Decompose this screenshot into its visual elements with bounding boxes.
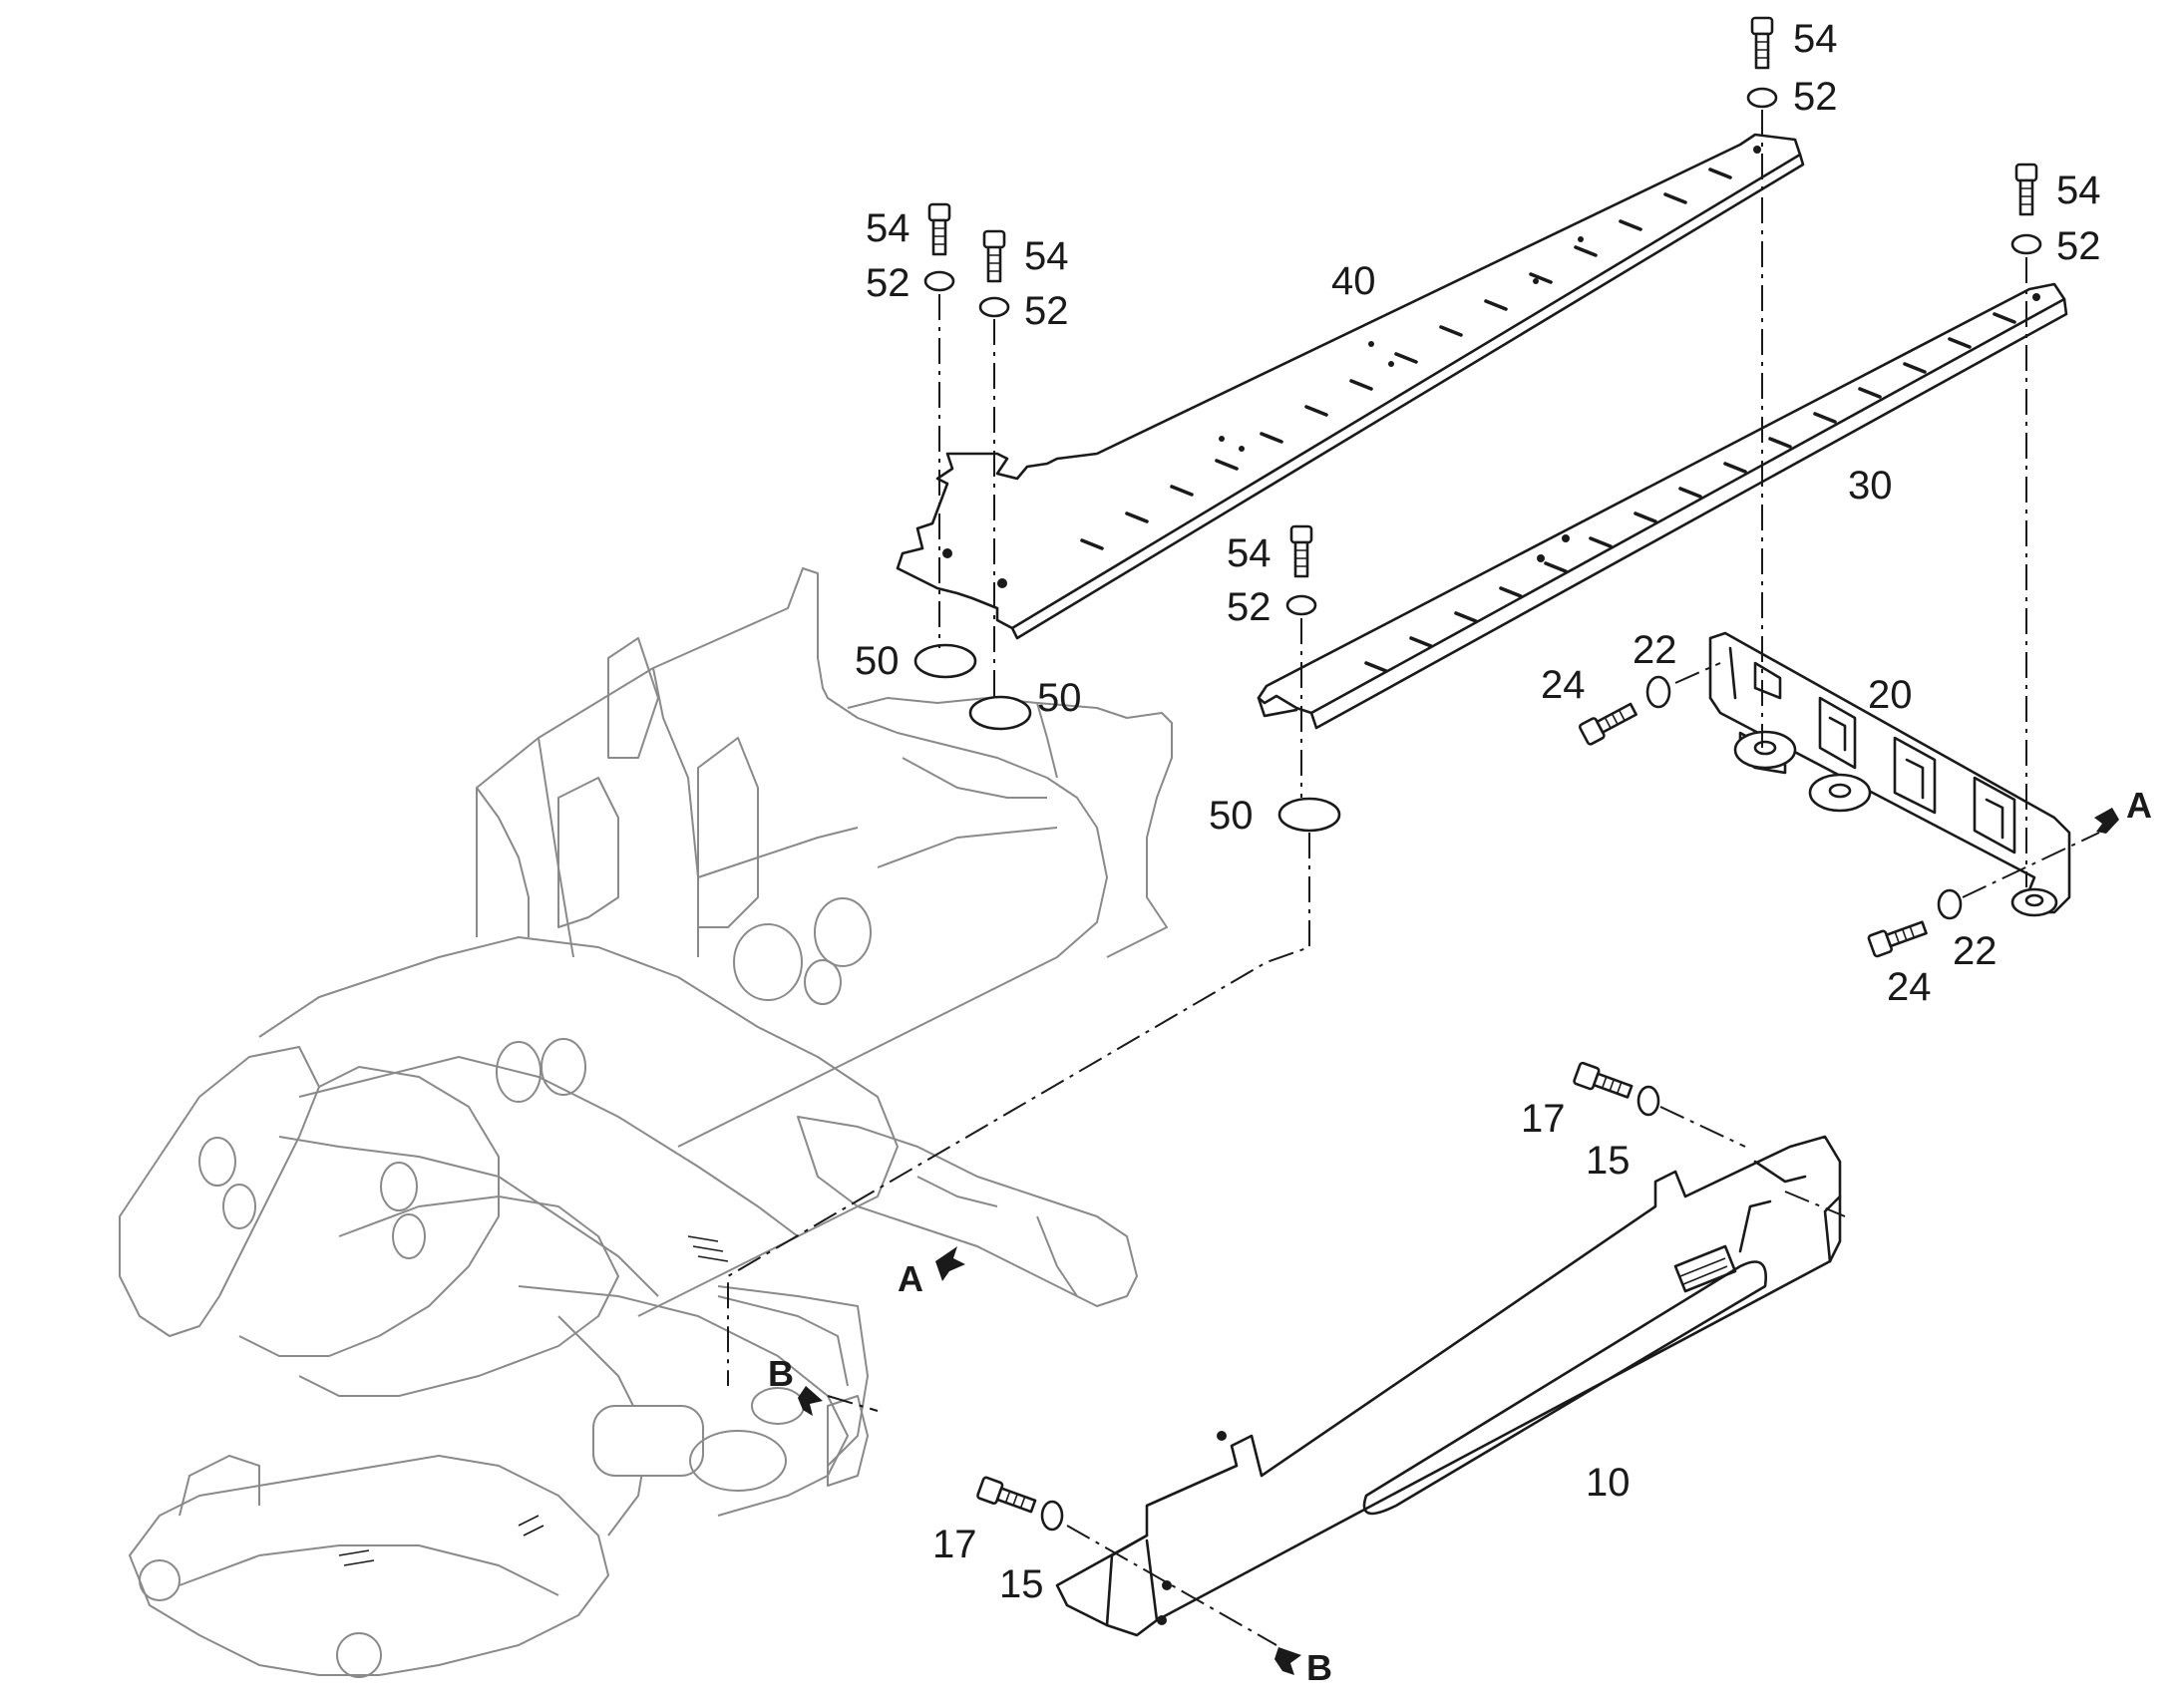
washer-52-c [923,270,955,292]
bolt-17-b [976,1476,1037,1514]
callout-52-left-a: 52 [866,261,910,305]
washer-52-d [978,296,1010,318]
arrow-b-bottom [1274,1647,1301,1675]
callout-15-top: 15 [1586,1139,1631,1183]
bolt-54-b [2014,163,2038,216]
bolt-24-a [1578,702,1637,746]
callout-24-bottom: 24 [1887,965,1932,1009]
washer-15-a [1636,1085,1660,1117]
pad-50-a [913,643,977,679]
part-20-bracket [1708,631,2071,917]
marker-a-right: A [2126,785,2152,826]
callout-15-bottom: 15 [999,1562,1044,1606]
callout-50-a: 50 [855,639,900,683]
callout-17-top: 17 [1521,1097,1566,1141]
callout-17-bottom: 17 [932,1523,977,1566]
view-markers [798,808,2119,1675]
callout-54-right: 54 [2056,169,2101,212]
callout-24-top: 24 [1541,663,1586,707]
callout-labels: 54 52 54 52 54 52 54 52 40 30 54 52 50 5… [768,17,2152,1688]
callout-22-bottom: 22 [1953,929,1998,973]
callout-54-top: 54 [1793,17,1838,61]
callout-52-top: 52 [1793,75,1838,119]
callout-30: 30 [1848,464,1893,508]
callout-22-top: 22 [1633,628,1677,672]
arrow-a-right [2094,808,2119,834]
callout-54-left-a: 54 [866,206,910,250]
assembly-lines [727,110,2100,1646]
arrow-b-frame [798,1386,823,1416]
bolt-54-c [927,202,951,256]
callout-50-b: 50 [1037,676,1082,720]
callout-52-mid: 52 [1227,585,1272,629]
bolt-54-d [982,229,1006,283]
marker-b-bottom: B [1306,1647,1332,1688]
washer-52-a [1746,87,1778,109]
fasteners [913,16,2042,1532]
marker-a-frame: A [898,1258,923,1299]
callout-40: 40 [1331,259,1376,303]
washer-22-b [1937,888,1963,920]
bolt-54-a [1750,16,1774,70]
washer-22-a [1645,675,1671,709]
callout-10: 10 [1586,1461,1631,1505]
bolt-54-e [1289,524,1313,578]
pad-50-b [968,695,1032,731]
part-40-long-plate [896,133,1805,640]
washer-15-b [1040,1500,1064,1532]
callout-54-mid: 54 [1227,531,1272,575]
callout-52-left-b: 52 [1024,289,1069,333]
callout-52-right: 52 [2056,224,2101,268]
pad-50-c [1277,797,1341,833]
callout-54-left-b: 54 [1024,234,1069,278]
part-10-lower-bracket [1055,1135,1842,1637]
marker-b-frame: B [768,1353,794,1394]
callout-20: 20 [1868,673,1913,717]
arrow-a-frame [935,1246,965,1281]
washer-52-b [2010,233,2042,255]
callout-50-c: 50 [1209,794,1254,838]
chassis-frame [119,567,1173,1678]
bolt-17-a [1573,1061,1634,1099]
washer-52-e [1285,594,1317,616]
bolt-24-b [1867,920,1928,958]
part-30-long-plate [1257,282,2068,730]
